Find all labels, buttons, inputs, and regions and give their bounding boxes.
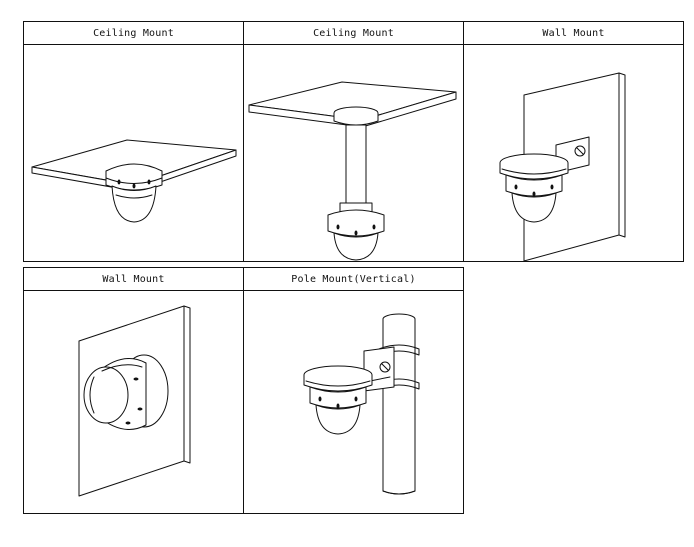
ceiling-mount-flush-illustration	[24, 45, 243, 261]
pole-mount-vertical-illustration	[244, 291, 463, 513]
mount-label: Wall Mount	[24, 268, 243, 291]
mount-cell-ceiling-pendant: Ceiling Mount	[243, 21, 464, 262]
mount-cell-ceiling-flush: Ceiling Mount	[23, 21, 244, 262]
mount-label: Ceiling Mount	[244, 22, 463, 45]
mount-label: Ceiling Mount	[24, 22, 243, 45]
wall-mount-side-illustration	[24, 291, 243, 513]
mount-cell-wall-bracket: Wall Mount	[463, 21, 684, 262]
wall-mount-bracket-illustration	[464, 45, 683, 261]
mount-cell-wall-side: Wall Mount	[23, 267, 244, 514]
mount-cell-pole-vertical: Pole Mount(Vertical)	[243, 267, 464, 514]
ceiling-mount-pendant-illustration	[244, 45, 463, 261]
mount-label: Pole Mount(Vertical)	[244, 268, 463, 291]
mount-label: Wall Mount	[464, 22, 683, 45]
